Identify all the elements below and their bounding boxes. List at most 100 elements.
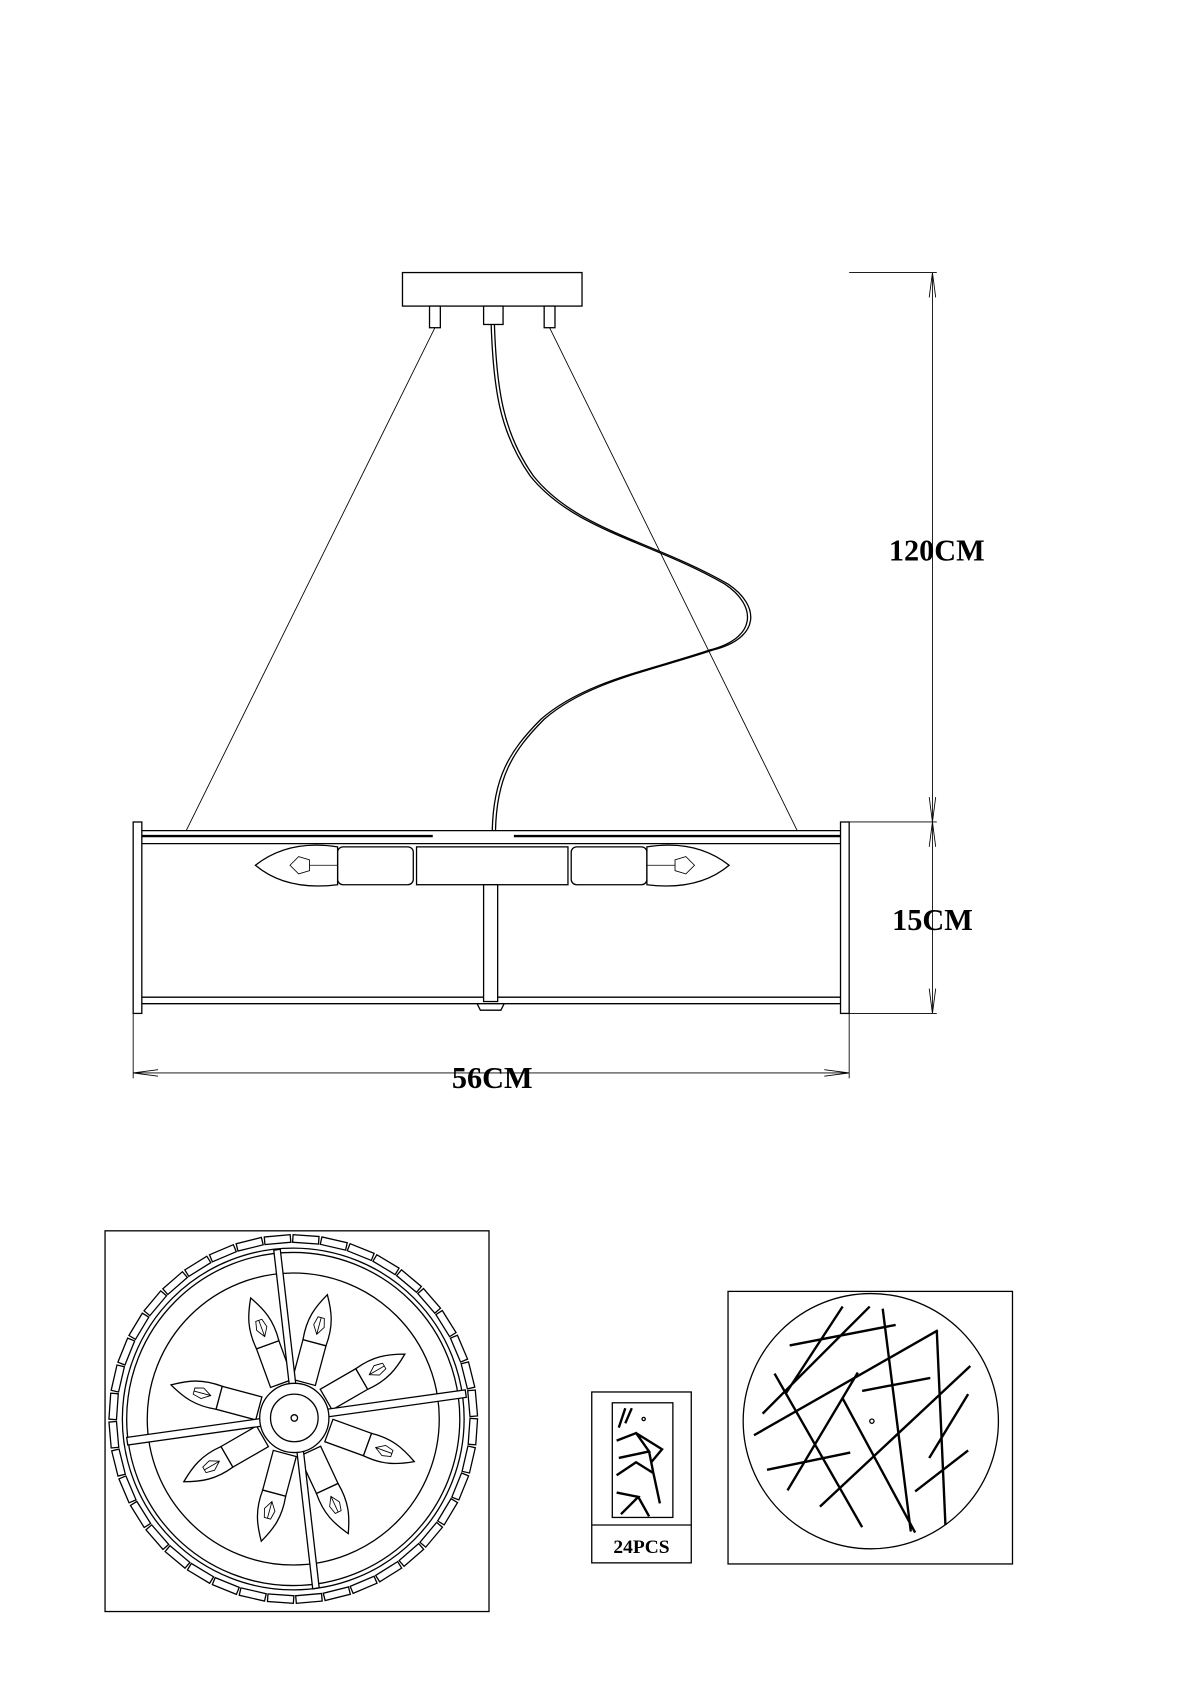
bulb-holder-right	[570, 846, 648, 886]
bulb-holder	[261, 1449, 298, 1498]
bulb	[362, 1432, 416, 1465]
crystal-tab	[294, 1592, 323, 1605]
diffuser-pattern	[753, 1305, 972, 1534]
crystal-tab	[129, 1500, 152, 1529]
fixture-frame	[132, 821, 850, 1015]
bulb-filament	[329, 1495, 342, 1514]
crystal-tab	[434, 1309, 457, 1338]
bulb	[169, 1380, 223, 1411]
center-hub-box	[415, 846, 569, 886]
crystal-tab	[108, 1392, 119, 1421]
side-elevation	[132, 271, 850, 1015]
bulb-arm	[169, 1380, 263, 1421]
crystal-tab	[164, 1544, 191, 1570]
crystal-part-panel: 24PCS	[591, 1391, 692, 1564]
crystal-tab	[372, 1253, 400, 1276]
crystal-tab	[128, 1312, 150, 1341]
bulb-left	[254, 844, 339, 887]
bulb-filament	[368, 1362, 387, 1376]
bulb	[256, 1489, 287, 1543]
crystal-tab	[208, 1243, 238, 1263]
crystal-tab	[398, 1542, 425, 1568]
crystal-tab	[419, 1521, 444, 1549]
ceiling-canopy	[401, 271, 583, 329]
center-hub	[259, 1382, 330, 1454]
bulb-arm	[256, 1449, 298, 1543]
crystal-tab	[436, 1497, 459, 1526]
frame-post-right	[839, 821, 850, 1015]
bulb-filament	[202, 1460, 221, 1474]
bulb-arms	[169, 1293, 416, 1543]
crystal-tab	[319, 1236, 349, 1251]
bulb-arm	[323, 1418, 416, 1465]
crystal-tab	[461, 1445, 477, 1474]
crystal-tab	[110, 1448, 127, 1477]
crystal-tab	[450, 1472, 470, 1501]
crystal-tab	[118, 1475, 137, 1504]
bulb	[354, 1353, 406, 1391]
dimension-lines: 120CM 15CM 56CM	[132, 272, 985, 1095]
bulb-arm	[248, 1296, 294, 1389]
crystal-tab-ring	[108, 1233, 479, 1605]
bulb-right	[646, 844, 731, 887]
bulb-arm	[291, 1293, 332, 1387]
canopy-screw-left	[428, 305, 441, 329]
crystal-tab	[291, 1233, 320, 1245]
crystal-tab	[449, 1334, 469, 1363]
crystal-piece-illustration	[611, 1402, 674, 1519]
crystal-tab	[263, 1234, 292, 1246]
bulb-arm	[182, 1425, 270, 1483]
bottom-view	[104, 1230, 490, 1613]
crystal-tab	[322, 1586, 352, 1602]
dimension-label-suspension-length: 120CM	[889, 533, 985, 567]
crystal-tab	[395, 1268, 423, 1294]
crystal-tab	[110, 1364, 126, 1393]
crystal-tab	[238, 1587, 268, 1602]
bulb	[302, 1293, 332, 1347]
bulb-holder	[215, 1385, 263, 1421]
bulb-filament	[374, 1444, 394, 1457]
bulb-arm	[319, 1353, 406, 1411]
crystal-tab	[211, 1576, 241, 1596]
crystal-tab	[186, 1562, 215, 1585]
crystal-tab	[467, 1417, 479, 1446]
frame-post-left	[132, 821, 143, 1015]
suspension-wire-left	[185, 327, 436, 831]
bulb	[182, 1445, 234, 1483]
bottom-view-frame	[104, 1230, 490, 1613]
crystal-tab	[416, 1287, 442, 1315]
crystal-tab	[346, 1242, 375, 1262]
quantity-label: 24PCS	[613, 1537, 669, 1558]
crystal-tab	[143, 1289, 168, 1317]
bulb	[248, 1296, 280, 1350]
crystal-tab	[235, 1236, 264, 1252]
bulb-filament	[263, 1500, 276, 1520]
canopy-screw-right	[543, 305, 556, 329]
power-cable	[490, 324, 749, 831]
center-stem	[482, 884, 499, 1003]
bulb-filament	[255, 1318, 268, 1338]
canopy-cable-socket	[482, 305, 504, 326]
bottom-finial	[476, 1003, 506, 1011]
crystal-tab	[460, 1361, 476, 1390]
crystal-tab	[145, 1523, 170, 1551]
crystal-tab	[266, 1593, 295, 1605]
crystal-tab	[349, 1575, 378, 1595]
bulb-holder	[291, 1338, 327, 1387]
suspension-wire-right	[549, 327, 798, 831]
crystal-tab	[183, 1255, 212, 1278]
dimension-label-fixture-height: 15CM	[892, 903, 973, 937]
bulb-holder	[323, 1418, 373, 1457]
crystal-tab	[374, 1560, 403, 1583]
bulb-filament	[313, 1316, 325, 1336]
crystal-tab	[161, 1270, 189, 1296]
crystal-tab	[467, 1389, 479, 1418]
inner-ring	[146, 1272, 440, 1566]
bulb-holder-left	[336, 846, 414, 886]
diffuser-disc	[742, 1292, 1000, 1550]
dimension-label-fixture-diameter: 56CM	[452, 1061, 533, 1095]
crystal-tab	[117, 1337, 136, 1366]
crystal-tab	[108, 1420, 120, 1449]
bulb-filament	[192, 1387, 212, 1399]
